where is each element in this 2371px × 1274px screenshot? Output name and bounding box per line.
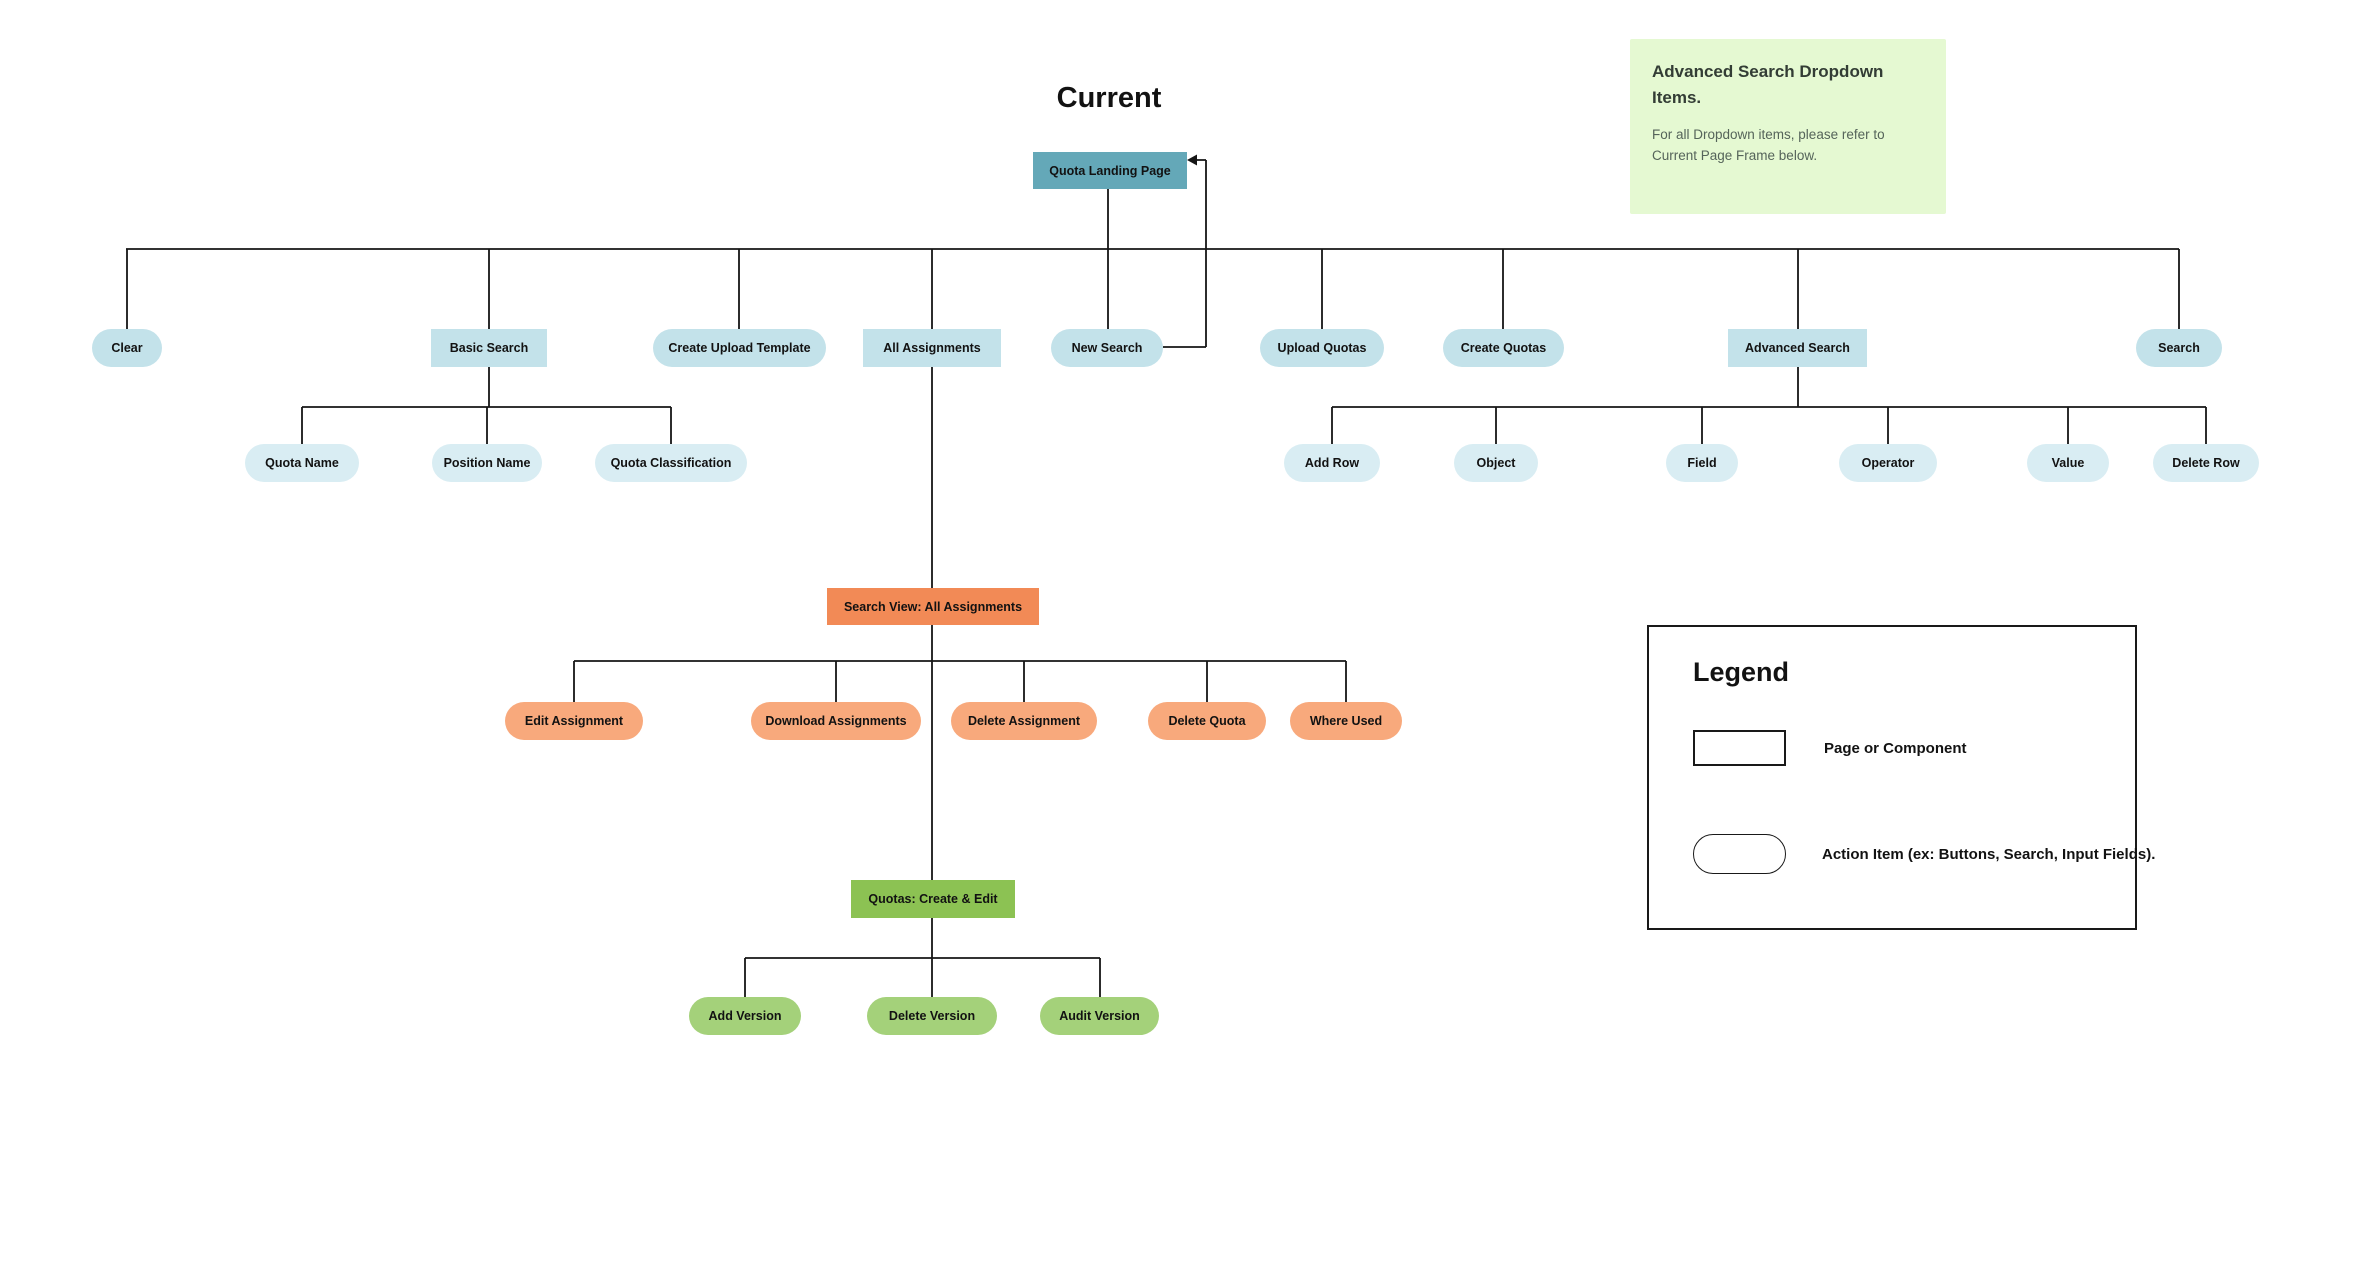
legend-title: Legend xyxy=(1693,657,1790,687)
legend-swatch-pill xyxy=(1693,834,1786,874)
node-search-view-all-assignments: Search View: All Assignments xyxy=(827,588,1039,625)
note-body: For all Dropdown items, please refer to … xyxy=(1652,126,1885,164)
node-create-upload-template: Create Upload Template xyxy=(653,329,826,367)
connector-path xyxy=(126,159,2207,997)
node-quota-name: Quota Name xyxy=(245,444,359,482)
node-field: Field xyxy=(1666,444,1738,482)
legend-swatch-rectangle xyxy=(1693,730,1786,766)
node-audit-version: Audit Version xyxy=(1040,997,1159,1035)
node-quota-landing-page: Quota Landing Page xyxy=(1033,152,1187,189)
legend-label-page-or-component: Page or Component xyxy=(1824,740,1967,757)
note-heading: Advanced Search Dropdown Items. xyxy=(1652,62,1884,108)
node-all-assignments: All Assignments xyxy=(863,329,1001,367)
node-create-quotas: Create Quotas xyxy=(1443,329,1564,367)
node-where-used: Where Used xyxy=(1290,702,1402,740)
node-clear: Clear xyxy=(92,329,162,367)
legend-box: Legend Page or Component Action Item (ex… xyxy=(1647,625,2155,930)
node-value: Value xyxy=(2027,444,2109,482)
node-delete-version: Delete Version xyxy=(867,997,997,1035)
node-operator: Operator xyxy=(1839,444,1937,482)
node-add-row: Add Row xyxy=(1284,444,1380,482)
node-quotas-create-edit: Quotas: Create & Edit xyxy=(851,880,1015,918)
note-card: Advanced Search Dropdown Items. For all … xyxy=(1630,39,1946,214)
node-search: Search xyxy=(2136,329,2222,367)
node-advanced-search: Advanced Search xyxy=(1728,329,1867,367)
node-position-name: Position Name xyxy=(432,444,542,482)
node-basic-search: Basic Search xyxy=(431,329,547,367)
node-download-assignments: Download Assignments xyxy=(751,702,921,740)
page-title: Current xyxy=(1056,82,1162,114)
node-add-version: Add Version xyxy=(689,997,801,1035)
node-delete-row: Delete Row xyxy=(2153,444,2259,482)
node-upload-quotas: Upload Quotas xyxy=(1260,329,1384,367)
node-edit-assignment: Edit Assignment xyxy=(505,702,643,740)
node-object: Object xyxy=(1454,444,1538,482)
node-quota-classification: Quota Classification xyxy=(595,444,747,482)
node-delete-assignment: Delete Assignment xyxy=(951,702,1097,740)
feedback-arrowhead xyxy=(1187,154,1197,166)
legend-label-action-item: Action Item (ex: Buttons, Search, Input … xyxy=(1822,846,2156,863)
node-new-search: New Search xyxy=(1051,329,1163,367)
node-delete-quota: Delete Quota xyxy=(1148,702,1266,740)
